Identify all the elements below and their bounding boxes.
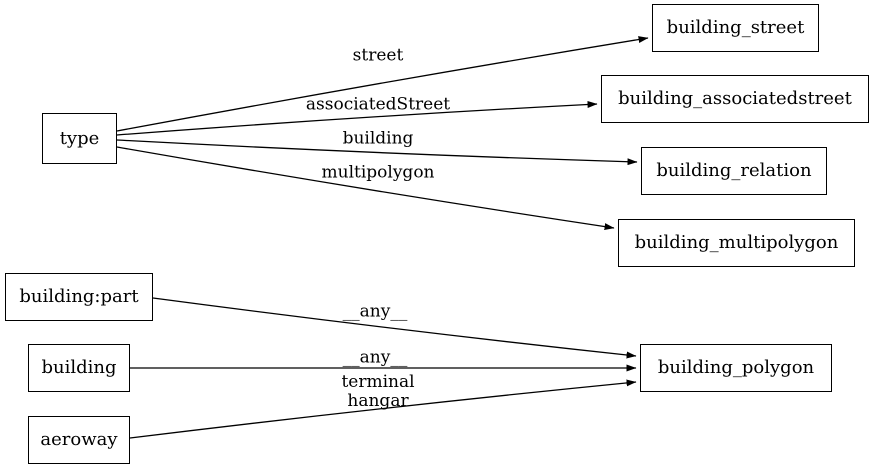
node-label: building xyxy=(41,357,117,378)
node-label: building_street xyxy=(666,17,805,38)
node-building[interactable]: building xyxy=(28,344,130,392)
edge-label-building-to-building_polygon: __any__ xyxy=(343,348,408,367)
edge-type-to-building_street xyxy=(116,36,649,132)
edge-label-type-to-building_street: street xyxy=(353,46,404,65)
edge-building_part-to-building_polygon xyxy=(152,297,637,359)
node-label: type xyxy=(59,127,100,149)
node-type[interactable]: type xyxy=(42,113,117,164)
node-building_part[interactable]: building:part xyxy=(5,273,153,321)
edge-label-type-to-building_associatedstreet: associatedStreet xyxy=(306,95,450,114)
edge-label-line: __any__ xyxy=(342,347,408,368)
edge-label-line: street xyxy=(352,45,404,66)
node-label: building_multipolygon xyxy=(634,232,839,253)
edge-label-line: building xyxy=(342,128,414,149)
node-building_associatedstreet[interactable]: building_associatedstreet xyxy=(601,75,869,123)
node-building_relation[interactable]: building_relation xyxy=(641,147,827,195)
edge-label-line: hangar xyxy=(347,391,409,411)
edge-label-line: __any__ xyxy=(342,301,408,322)
edge-label-line: multipolygon xyxy=(321,162,435,183)
edge-aeroway-to-building_polygon xyxy=(129,379,637,439)
node-label: building:part xyxy=(19,286,139,307)
node-label: building_associatedstreet xyxy=(618,88,852,109)
edge-label-type-to-building_multipolygon: multipolygon xyxy=(322,163,435,182)
edge-type-to-building_multipolygon xyxy=(116,146,615,231)
node-label: building_relation xyxy=(656,160,812,181)
node-label: aeroway xyxy=(40,429,118,450)
edge-label-building_part-to-building_polygon: __any__ xyxy=(343,302,408,321)
node-building_street[interactable]: building_street xyxy=(652,4,819,52)
edge-type-to-building_associatedstreet xyxy=(116,100,598,136)
edge-label-type-to-building_relation: building xyxy=(343,129,414,148)
edge-type-to-building_relation xyxy=(116,139,638,166)
edge-label-line: terminal xyxy=(341,371,415,392)
node-label: building_polygon xyxy=(657,357,815,378)
node-building_polygon[interactable]: building_polygon xyxy=(640,344,832,392)
edge-label-line: associatedStreet xyxy=(305,94,451,115)
node-aeroway[interactable]: aeroway xyxy=(28,416,130,464)
node-building_multipolygon[interactable]: building_multipolygon xyxy=(618,219,855,267)
